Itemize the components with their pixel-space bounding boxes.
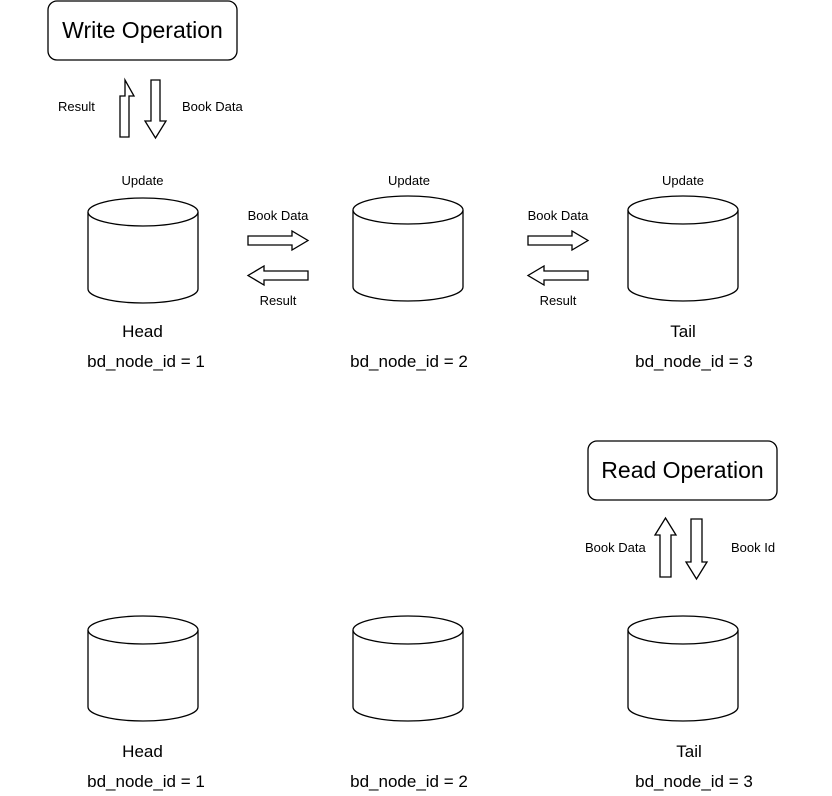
database-cylinder-icon xyxy=(352,195,464,302)
node-id-label: bd_node_id = 2 xyxy=(350,772,468,791)
write-panel: Write Operation Result Book Data Update … xyxy=(47,0,753,371)
read-panel: Read Operation Book Data Book Id Head bd… xyxy=(87,440,778,791)
head-label: Head xyxy=(122,322,163,341)
tail-label: Tail xyxy=(670,322,696,341)
write-node-head[interactable]: Update Head bd_node_id = 1 xyxy=(87,173,205,371)
left-arrow xyxy=(246,264,309,287)
database-cylinder-icon xyxy=(627,615,739,722)
node-id-label: bd_node_id = 3 xyxy=(635,352,753,371)
back-label: Result xyxy=(540,293,577,308)
forward-label: Book Data xyxy=(248,208,309,223)
left-arrow xyxy=(526,264,589,287)
update-label: Update xyxy=(122,173,164,188)
write-link-1: Book Data Result xyxy=(246,208,310,308)
forward-label: Book Data xyxy=(528,208,589,223)
read-operation-box[interactable]: Read Operation xyxy=(587,440,778,501)
write-book-data-label: Book Data xyxy=(182,99,243,114)
node-id-label: bd_node_id = 1 xyxy=(87,772,205,791)
read-book-id-label: Book Id xyxy=(731,540,775,555)
node-id-label: bd_node_id = 2 xyxy=(350,352,468,371)
right-arrow xyxy=(527,229,590,252)
write-link-2: Book Data Result xyxy=(526,208,590,308)
read-node-tail[interactable]: Tail bd_node_id = 3 xyxy=(627,615,753,791)
write-operation-box[interactable]: Write Operation xyxy=(47,0,238,61)
write-node-tail[interactable]: Update Tail bd_node_id = 3 xyxy=(627,173,753,371)
read-node-middle[interactable]: bd_node_id = 2 xyxy=(350,615,468,791)
book-data-down-arrow xyxy=(143,79,168,140)
back-label: Result xyxy=(260,293,297,308)
update-label: Update xyxy=(388,173,430,188)
write-operation-label: Write Operation xyxy=(62,17,223,43)
head-label: Head xyxy=(122,742,163,761)
update-label: Update xyxy=(662,173,704,188)
read-book-data-label: Book Data xyxy=(585,540,646,555)
tail-label: Tail xyxy=(676,742,702,761)
book-data-up-arrow xyxy=(653,516,678,578)
right-arrow xyxy=(247,229,310,252)
read-operation-label: Read Operation xyxy=(601,457,763,483)
write-result-label: Result xyxy=(58,99,95,114)
write-node-middle[interactable]: Update bd_node_id = 2 xyxy=(350,173,468,371)
book-id-down-arrow xyxy=(684,518,709,581)
result-up-arrow xyxy=(119,77,136,138)
node-id-label: bd_node_id = 3 xyxy=(635,772,753,791)
database-cylinder-icon xyxy=(352,615,464,722)
database-cylinder-icon xyxy=(87,615,199,722)
node-id-label: bd_node_id = 1 xyxy=(87,352,205,371)
database-cylinder-icon xyxy=(87,197,199,304)
database-cylinder-icon xyxy=(627,195,739,302)
read-node-head[interactable]: Head bd_node_id = 1 xyxy=(87,615,205,791)
